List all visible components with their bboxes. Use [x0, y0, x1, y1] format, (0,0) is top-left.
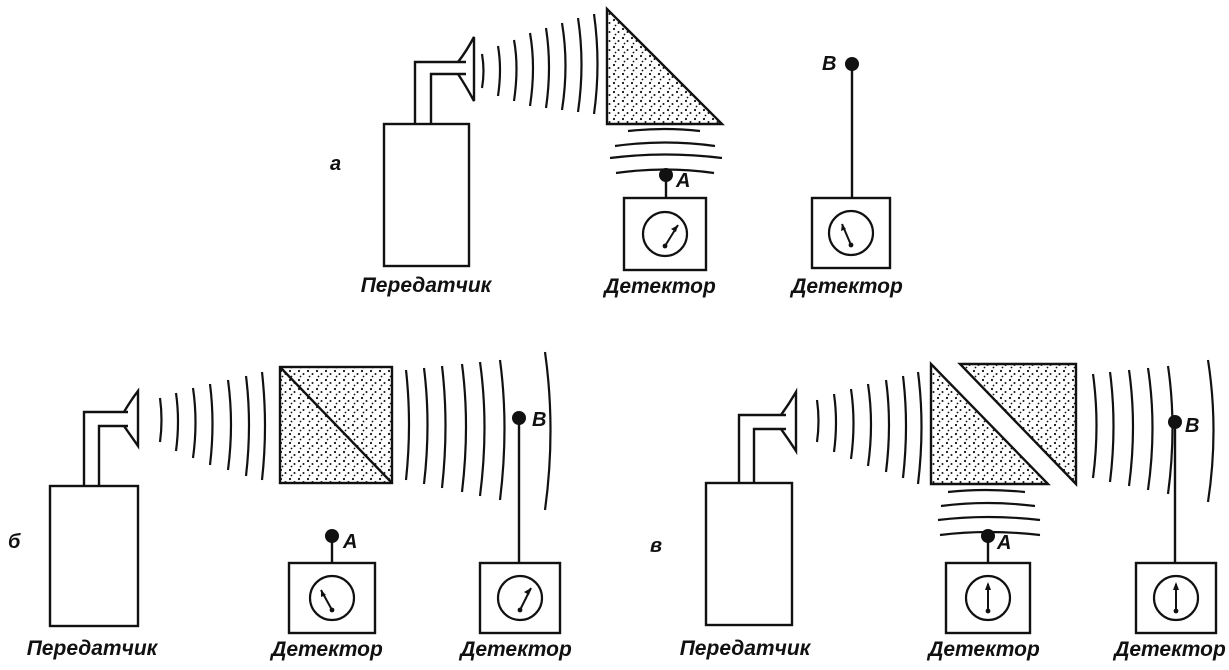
point-b-label: B: [1185, 415, 1199, 437]
transmitter-a: Передатчик: [361, 36, 493, 297]
reflected-waves-a: [609, 127, 723, 175]
detector-a2: B Детектор: [789, 53, 903, 298]
detector-b2: B Детектор: [458, 409, 572, 661]
point-b-label: B: [532, 409, 546, 431]
probe-point-b: [512, 411, 526, 425]
point-a-label: A: [996, 532, 1011, 554]
probe-point-a: [659, 168, 673, 182]
probe-point-b: [1168, 415, 1182, 429]
wavefronts-b1: [158, 371, 267, 481]
detector-label: Детектор: [458, 638, 572, 661]
probe-point-b: [845, 57, 859, 71]
prism-pair-c: [929, 361, 1078, 487]
transmitter-box: [382, 122, 471, 268]
transmitter-c: Передатчик: [680, 387, 812, 660]
waveguide: [413, 60, 466, 124]
panel-a: а Передатчик A: [330, 6, 903, 298]
point-a-label: A: [342, 531, 357, 553]
panel-label-a: а: [330, 153, 341, 175]
probe-point-a: [981, 529, 995, 543]
probe-point-a: [325, 529, 339, 543]
detector-label: Детектор: [926, 638, 1040, 661]
horn-antenna: [457, 36, 476, 102]
meter-dial: [308, 574, 356, 622]
detector-label: Детектор: [1112, 638, 1226, 661]
prism-c-right: [957, 362, 1078, 487]
horn-antenna: [780, 387, 798, 456]
panel-label-b: б: [8, 531, 21, 553]
prism-pair-b: [278, 365, 394, 485]
point-a-label: A: [675, 170, 690, 192]
transmitter-label: Передатчик: [361, 274, 493, 297]
point-b-label: B: [822, 53, 836, 75]
meter-dial: [641, 210, 689, 258]
transmitter-b: Передатчик: [27, 387, 159, 660]
meter-dial: [827, 209, 875, 257]
detector-label: Детектор: [789, 275, 903, 298]
panel-b: б Передатчик: [8, 351, 572, 661]
meter-dial: [496, 574, 544, 622]
panel-c: в Передатчик: [650, 359, 1226, 661]
waveguide: [82, 410, 128, 486]
detector-c2: B Детектор: [1112, 415, 1226, 661]
panel-label-c: в: [650, 535, 662, 557]
waveguide: [737, 413, 786, 483]
transmitter-label: Передатчик: [680, 637, 812, 660]
transmitter-box: [48, 484, 140, 628]
reflected-waves-c: [937, 488, 1041, 537]
detector-c1: A Детектор: [926, 529, 1040, 661]
transmitter-label: Передатчик: [27, 637, 159, 660]
wavefronts-a: [480, 13, 599, 115]
prism-c-left: [929, 361, 1051, 486]
wavefronts-c1: [815, 371, 923, 485]
detector-a1: A Детектор: [602, 168, 716, 298]
transmitter-box: [704, 481, 794, 627]
wavefronts-b2: [404, 351, 552, 511]
prism-gap: [279, 366, 393, 484]
prism-a: [605, 6, 725, 126]
detector-b1: A Детектор: [269, 529, 383, 661]
horn-antenna: [122, 387, 140, 450]
detector-label: Детектор: [269, 638, 383, 661]
detector-label: Детектор: [602, 275, 716, 298]
